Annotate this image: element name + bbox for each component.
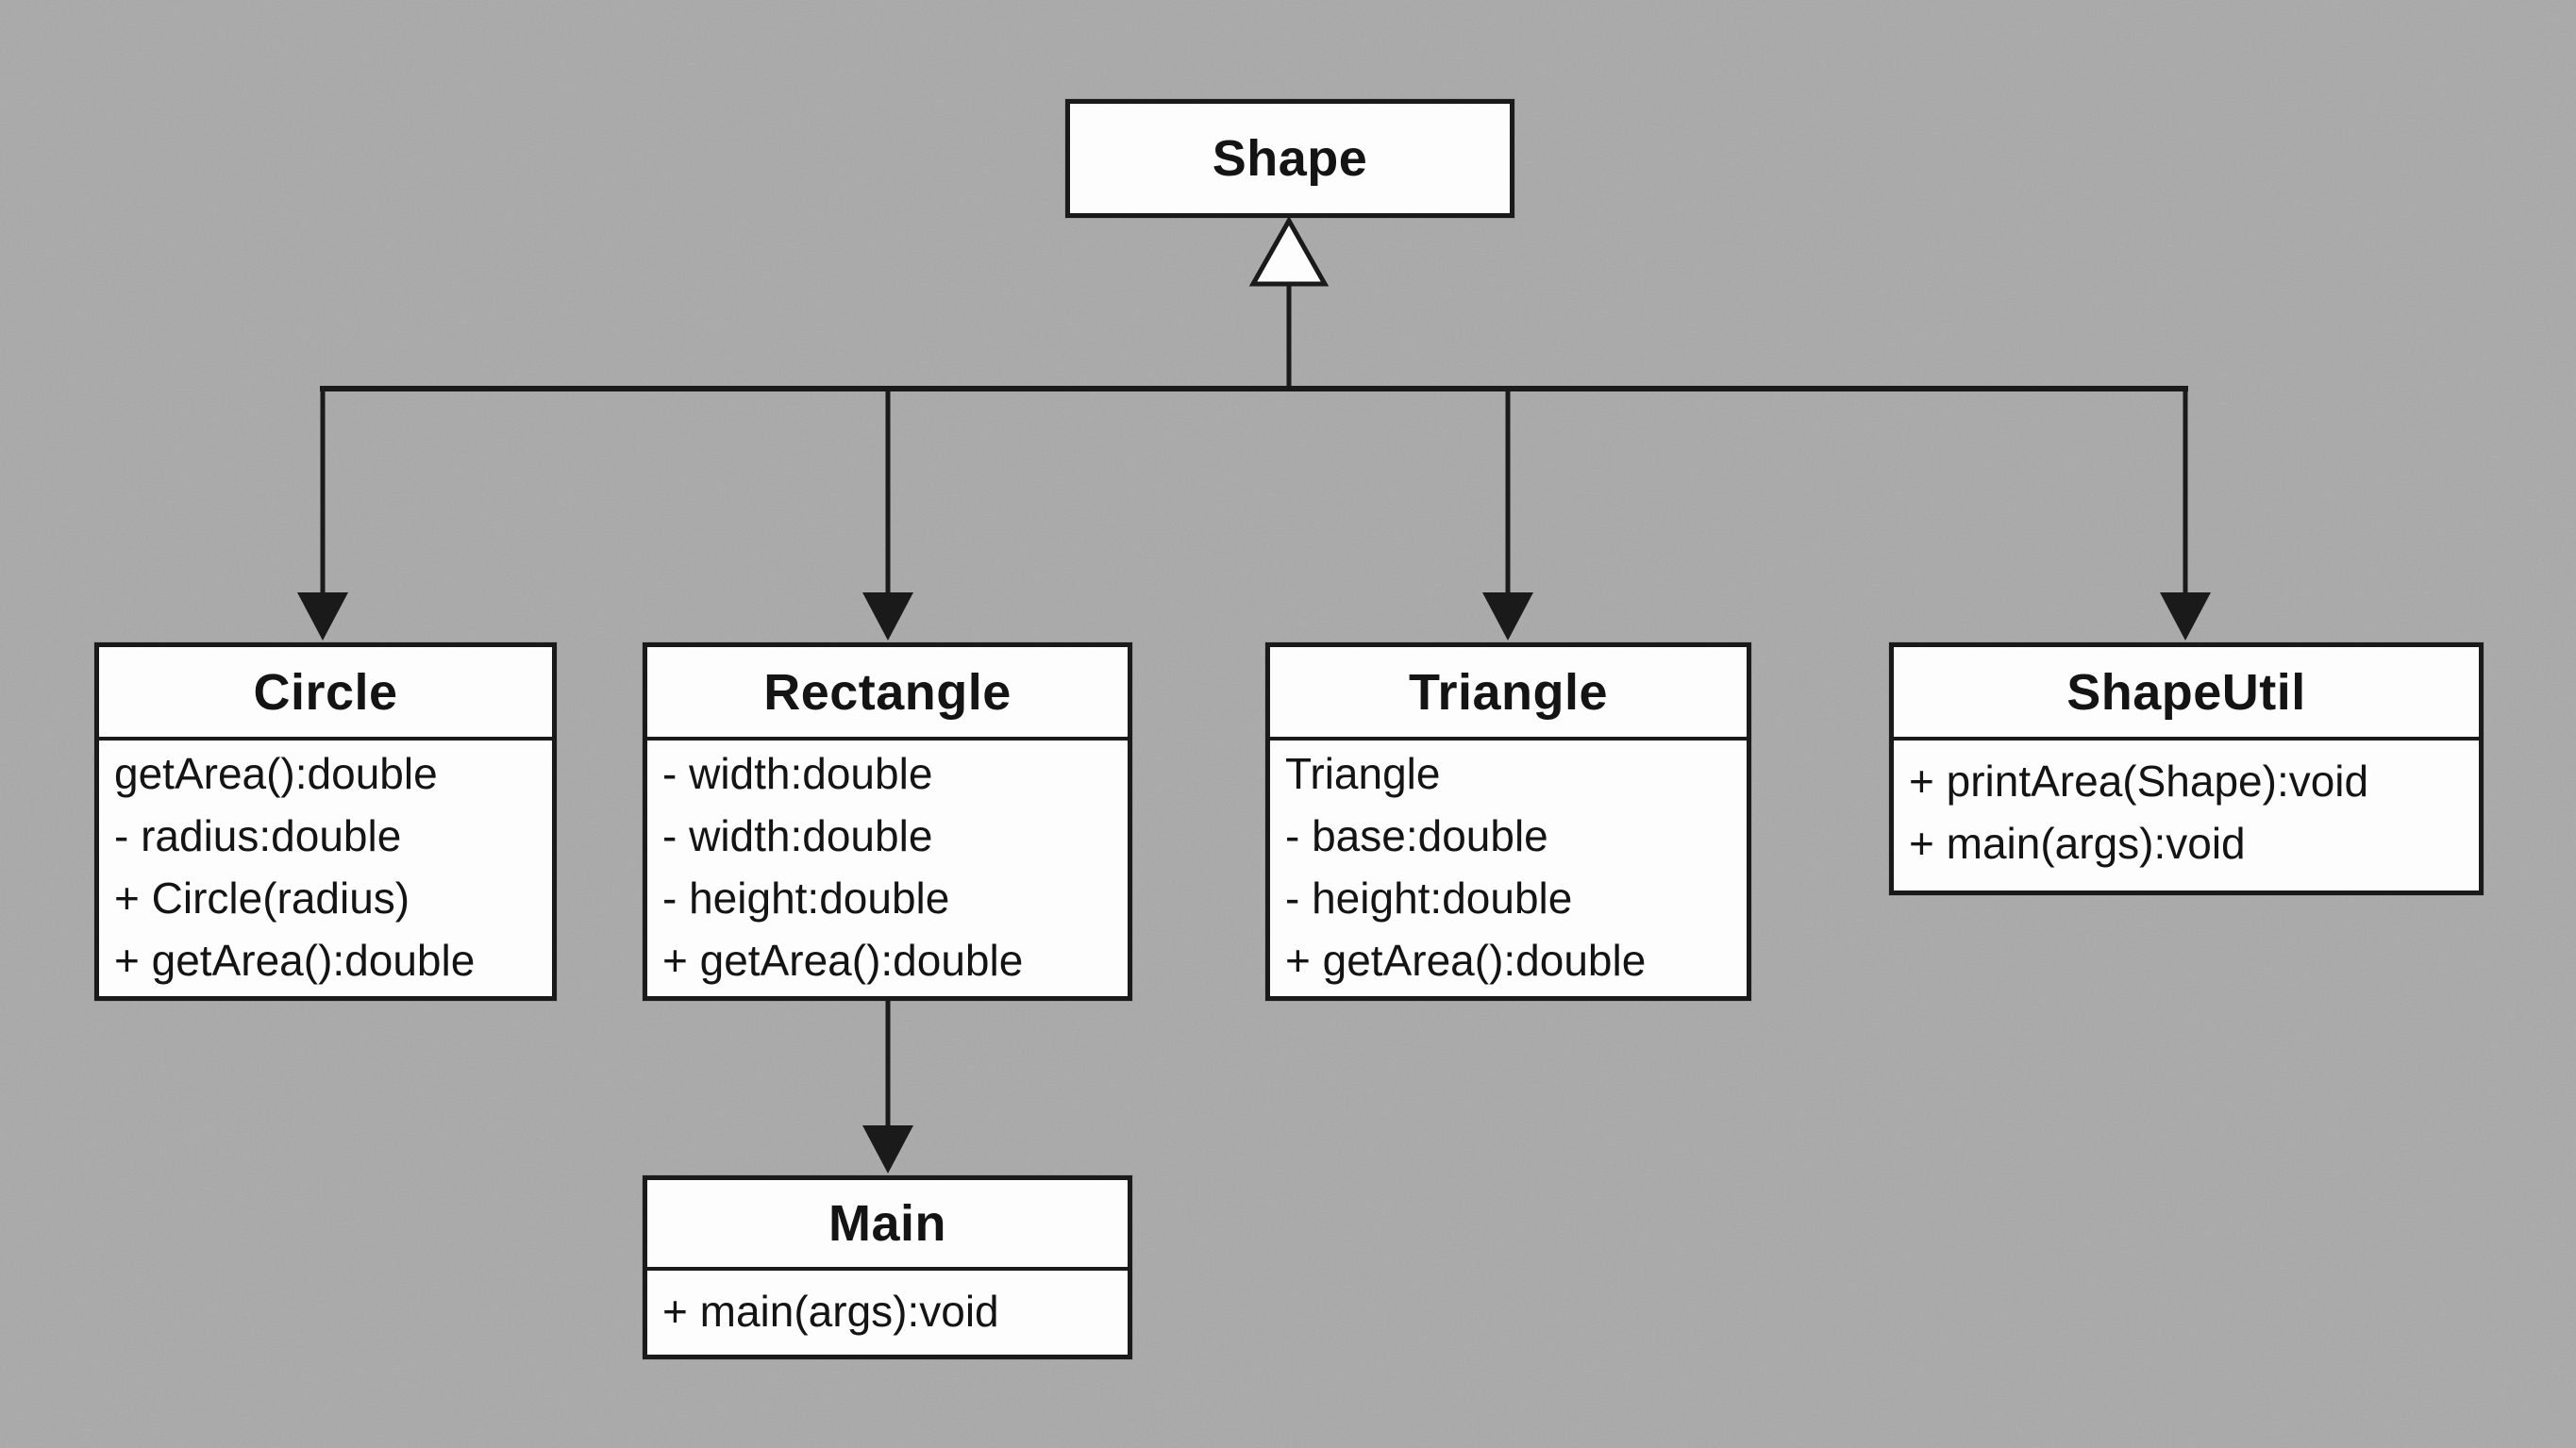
class-members-triangle: Triangle - base:double - height:double +… [1270,741,1747,991]
member-row: + getArea():double [1285,936,1647,985]
class-title-triangle: Triangle [1270,647,1747,741]
class-box-shape: Shape [1065,99,1514,218]
member-row: + getArea():double [114,936,476,985]
arrowhead-shapeutil-icon [2160,592,2211,641]
class-members-circle: getArea():double - radius:double + Circl… [99,741,552,991]
member-row: - radius:double [114,811,402,860]
member-row: getArea():double [114,749,438,798]
class-title-shape: Shape [1212,130,1368,187]
arrowhead-circle-icon [297,592,348,641]
class-box-triangle: Triangle Triangle - base:double - height… [1265,642,1751,1001]
member-row: + main(args):void [1909,819,2246,868]
member-row: - width:double [662,811,933,860]
inheritance-triangle-icon [1248,215,1330,287]
member-row: Triangle [1285,749,1441,798]
class-title-shapeutil: ShapeUtil [1894,647,2479,741]
arrowhead-triangle-icon [1482,592,1533,641]
member-row: - height:double [662,874,950,923]
class-members-main: + main(args):void [647,1271,1128,1342]
member-row: + Circle(radius) [114,874,410,923]
class-box-circle: Circle getArea():double - radius:double … [94,642,557,1001]
class-box-shapeutil: ShapeUtil + printArea(Shape):void + main… [1889,642,2484,895]
class-title-circle: Circle [99,647,552,741]
arrowhead-main-icon [862,1125,913,1173]
member-row: - width:double [662,749,933,798]
class-box-main: Main + main(args):void [643,1175,1132,1359]
class-title-rectangle: Rectangle [647,647,1128,741]
class-members-shapeutil: + printArea(Shape):void + main(args):voi… [1894,741,2479,874]
member-row: - height:double [1285,874,1573,923]
member-row: + main(args):void [662,1287,999,1336]
class-title-main: Main [647,1180,1128,1271]
arrowhead-rectangle-icon [862,592,913,641]
member-row: + printArea(Shape):void [1909,757,2369,806]
class-box-rectangle: Rectangle - width:double - width:double … [643,642,1132,1001]
member-row: + getArea():double [662,936,1024,985]
member-row: - base:double [1285,811,1548,860]
class-members-rectangle: - width:double - width:double - height:d… [647,741,1128,991]
